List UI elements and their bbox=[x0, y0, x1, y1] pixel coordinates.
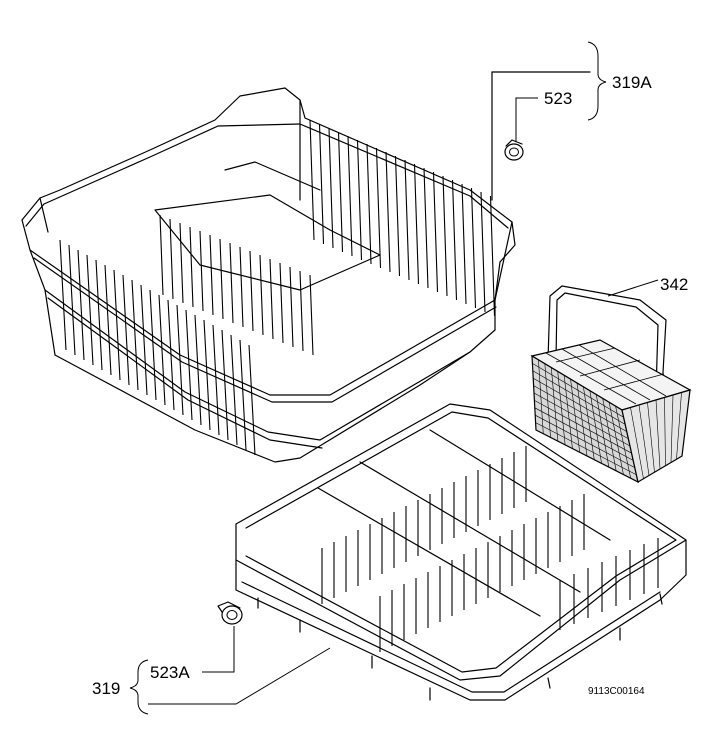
upper-tine bbox=[249, 250, 254, 332]
upper-tine bbox=[169, 218, 174, 300]
upper-tine bbox=[179, 222, 184, 304]
mesh-line bbox=[533, 385, 629, 440]
upper-tine bbox=[328, 127, 334, 249]
upper-tine bbox=[59, 239, 67, 351]
upper-tine bbox=[347, 135, 353, 257]
mesh-line bbox=[532, 370, 626, 425]
upper-wheel-part bbox=[504, 97, 538, 161]
upper-tine bbox=[185, 309, 193, 421]
label-319a: 319A bbox=[612, 73, 652, 92]
upper-rack-tines bbox=[59, 119, 496, 456]
upper-tine bbox=[86, 254, 94, 366]
upper-tine bbox=[385, 151, 391, 273]
label-319: 319 bbox=[92, 679, 120, 698]
upper-tine bbox=[189, 226, 194, 308]
upper-tine bbox=[203, 319, 211, 431]
upper-tine bbox=[461, 183, 467, 305]
upper-tine bbox=[432, 171, 439, 293]
upper-tine bbox=[176, 304, 184, 416]
label-523: 523 bbox=[544, 89, 572, 108]
upper-tine bbox=[299, 270, 304, 352]
cutlery-mesh bbox=[532, 359, 682, 479]
upper-tine bbox=[259, 254, 264, 336]
upper-tine bbox=[239, 246, 244, 328]
upper-tine bbox=[219, 238, 224, 320]
lower-dish-rack bbox=[235, 403, 687, 701]
brace-319a bbox=[587, 41, 607, 121]
upper-tine bbox=[104, 264, 112, 376]
upper-tine bbox=[279, 262, 284, 344]
upper-tine bbox=[413, 163, 420, 285]
mesh-line bbox=[533, 377, 627, 432]
upper-tine bbox=[248, 344, 256, 456]
mesh-line bbox=[670, 394, 674, 463]
mesh-line bbox=[534, 400, 632, 454]
mesh-line bbox=[532, 363, 624, 418]
upper-tine bbox=[230, 334, 238, 446]
cutlery-basket-part bbox=[530, 279, 692, 484]
mesh-line bbox=[534, 407, 634, 461]
mesh-line bbox=[647, 402, 655, 473]
upper-tine bbox=[404, 159, 410, 281]
upper-tine bbox=[423, 167, 429, 289]
upper-tine bbox=[229, 242, 234, 324]
upper-tine bbox=[209, 234, 214, 316]
upper-tine bbox=[122, 274, 130, 386]
upper-tine bbox=[212, 324, 220, 436]
upper-tine bbox=[194, 314, 202, 426]
upper-tine bbox=[375, 147, 382, 269]
lower-wheel-part bbox=[202, 601, 243, 673]
upper-tine bbox=[77, 249, 85, 361]
upper-tine bbox=[442, 175, 448, 297]
upper-tine bbox=[451, 179, 458, 301]
upper-tine bbox=[158, 294, 166, 406]
upper-tine bbox=[337, 131, 344, 253]
upper-tine bbox=[68, 244, 76, 356]
upper-tine bbox=[167, 299, 175, 411]
upper-dish-rack bbox=[21, 71, 591, 463]
mesh-line bbox=[676, 392, 682, 460]
upper-tine bbox=[113, 269, 121, 381]
upper-tine bbox=[269, 258, 274, 340]
upper-tine bbox=[199, 230, 204, 312]
mesh-line bbox=[664, 397, 666, 466]
upper-tine bbox=[394, 155, 401, 277]
label-342: 342 bbox=[660, 275, 688, 294]
upper-tine bbox=[159, 214, 164, 296]
upper-tine bbox=[470, 187, 477, 309]
upper-tine bbox=[221, 329, 229, 441]
mesh-line bbox=[535, 422, 637, 476]
upper-tine bbox=[366, 143, 372, 265]
upper-tine bbox=[239, 339, 247, 451]
upper-tine bbox=[131, 279, 139, 391]
upper-tine bbox=[95, 259, 103, 371]
upper-tine bbox=[356, 139, 363, 261]
upper-tine bbox=[140, 284, 148, 396]
upper-tine bbox=[309, 119, 315, 241]
mesh-line bbox=[533, 392, 631, 447]
mesh-line bbox=[655, 399, 661, 470]
mesh-line bbox=[535, 414, 635, 468]
upper-tine bbox=[149, 289, 157, 401]
upper-tine bbox=[289, 266, 294, 348]
mesh-line bbox=[630, 407, 644, 479]
upper-tine bbox=[480, 191, 486, 313]
upper-tine bbox=[318, 123, 325, 245]
upper-tine bbox=[309, 274, 314, 356]
brace-319 bbox=[129, 659, 149, 715]
lower-rack-tines bbox=[321, 446, 659, 652]
label-523a: 523A bbox=[150, 663, 190, 682]
upper-tine bbox=[489, 195, 496, 317]
mesh-line bbox=[638, 404, 650, 476]
drawing-code: 9113C00164 bbox=[588, 686, 645, 697]
